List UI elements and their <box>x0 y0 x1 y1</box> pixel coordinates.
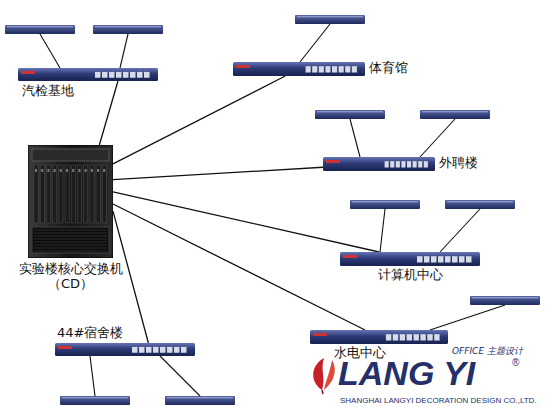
registered-mark: ® <box>512 358 519 368</box>
logo-tagline: OFFICE 主题设计 <box>452 347 523 356</box>
logo-leaf <box>313 358 335 394</box>
logo-wordmark: LANG YI <box>338 356 475 390</box>
switch-drawing <box>18 68 158 81</box>
network-link <box>113 167 323 179</box>
building-label: 外聘楼 <box>439 156 478 171</box>
building-label: 计算机中心 <box>378 268 443 283</box>
switch-drawing <box>323 157 435 171</box>
network-link <box>99 81 118 145</box>
network-link <box>113 204 365 330</box>
switch-drawing <box>340 252 480 266</box>
company-name: SHANGHAI LANGYI DECORATION DESIGN CO.,LT… <box>340 397 537 405</box>
building-label: 44#宿舍楼 <box>57 326 123 341</box>
network-link <box>113 211 148 343</box>
building-label: 汽检基地 <box>22 84 74 99</box>
building-switch: 计算机中心 <box>340 252 480 266</box>
access-switches <box>5 15 540 405</box>
core-switch: 实验楼核心交换机 （CD） <box>28 145 113 258</box>
building-switch: 外聘楼 <box>323 157 435 171</box>
switch-drawing <box>55 343 195 356</box>
network-link <box>113 192 379 252</box>
switch-drawing <box>233 62 365 76</box>
building-label: 体育馆 <box>369 61 408 76</box>
core-switch-label: 实验楼核心交换机 （CD） <box>15 262 127 292</box>
network-link <box>113 76 285 164</box>
switch-drawing <box>310 330 448 344</box>
building-switch: 44#宿舍楼 <box>55 343 195 356</box>
building-switch: 体育馆 <box>233 62 365 76</box>
building-switch: 汽检基地 <box>18 68 158 81</box>
building-switch: 水电中心 <box>310 330 448 344</box>
chassis-drawing <box>28 145 113 258</box>
